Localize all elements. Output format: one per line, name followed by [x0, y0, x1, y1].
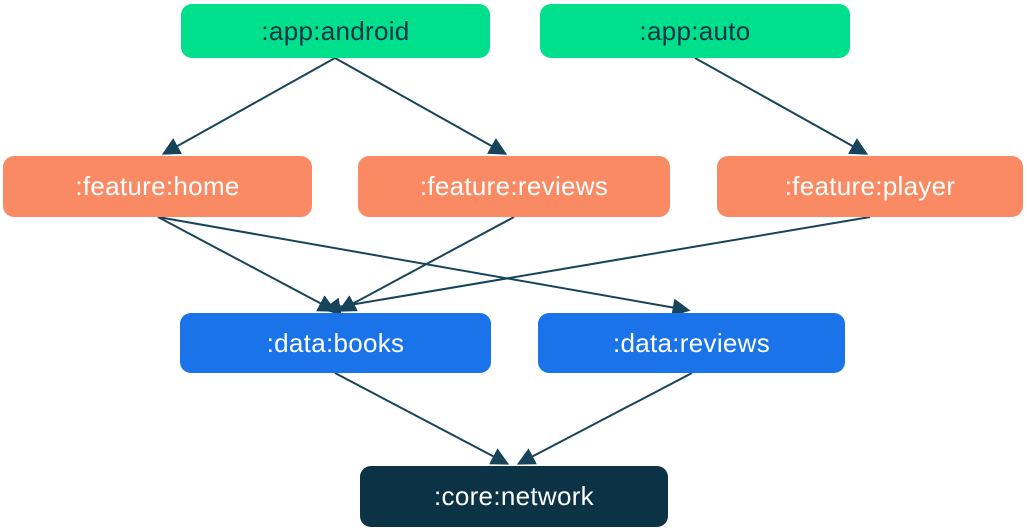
edge-feature-home-to-data-books — [157, 216, 337, 312]
node-data-reviews: :data:reviews — [538, 313, 845, 373]
edge-feature-player-to-data-books — [322, 216, 871, 316]
node-label: :app:android — [261, 15, 410, 46]
edge-data-reviews-to-core-network — [516, 372, 693, 465]
node-label: :data:reviews — [612, 327, 771, 358]
node-data-books: :data:books — [180, 313, 491, 373]
edge-data-books-to-core-network — [334, 372, 510, 465]
node-feature-player: :feature:player — [717, 156, 1023, 217]
edge-app-android-to-feature-reviews — [334, 57, 508, 155]
node-label: :feature:player — [784, 171, 956, 201]
node-feature-reviews: :feature:reviews — [358, 156, 670, 217]
node-core-network: :core:network — [360, 466, 668, 527]
node-app-auto: :app:auto — [540, 4, 850, 58]
node-label: :feature:reviews — [419, 171, 609, 201]
node-app-android: :app:android — [181, 4, 490, 58]
edge-app-auto-to-feature-player — [694, 57, 869, 155]
edge-feature-home-to-data-reviews — [157, 216, 691, 317]
edge-feature-reviews-to-data-books — [337, 216, 515, 312]
node-label: :feature:home — [75, 171, 240, 201]
edge-app-android-to-feature-home — [161, 57, 336, 155]
node-label: :app:auto — [639, 15, 751, 46]
node-label: :data:books — [266, 327, 405, 358]
node-feature-home: :feature:home — [3, 156, 312, 217]
node-label: :core:network — [434, 481, 594, 511]
